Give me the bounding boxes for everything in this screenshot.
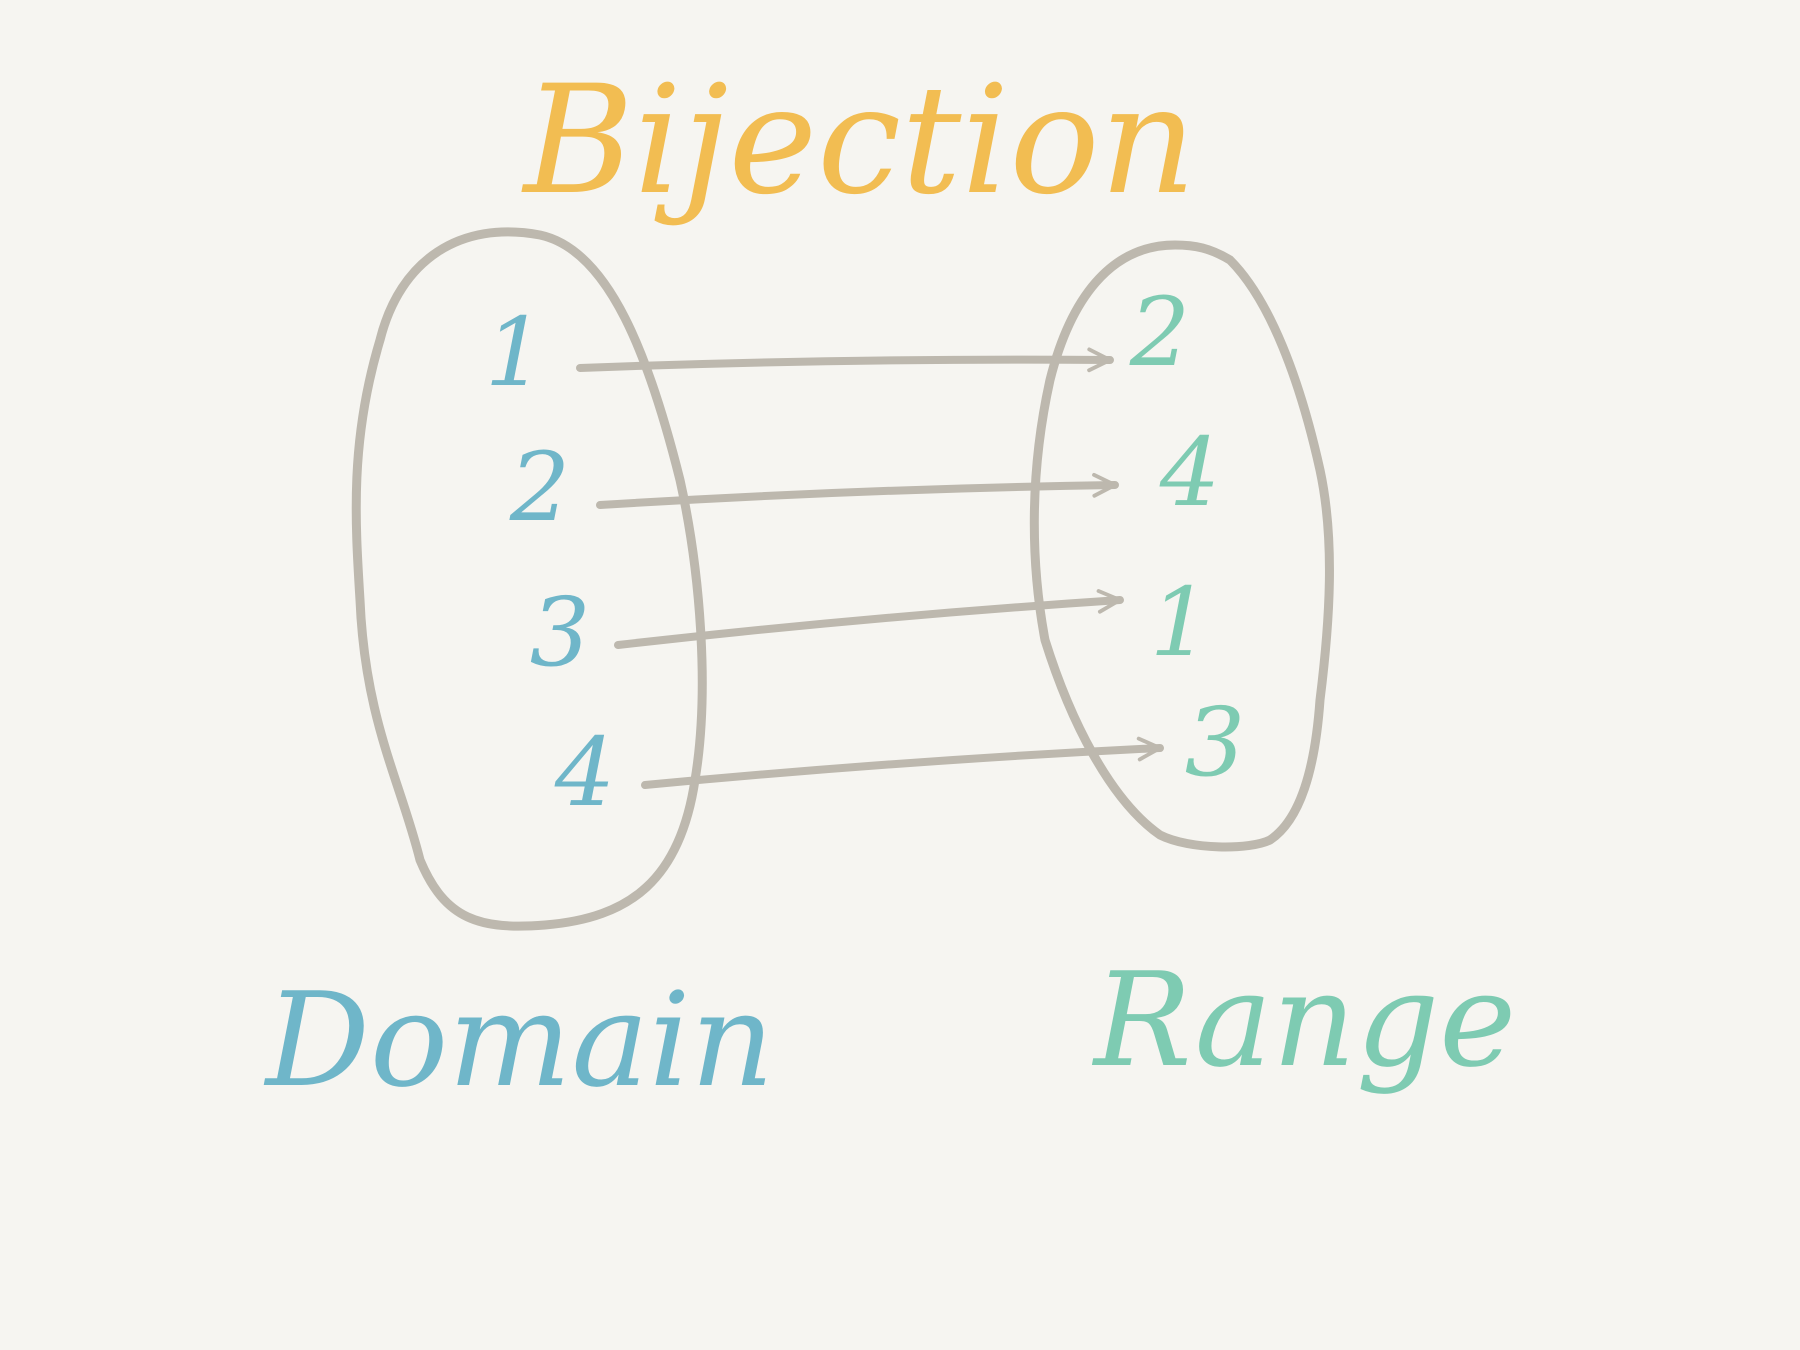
- range-element: 3: [1185, 688, 1245, 798]
- domain-elements: 1 2 3 4: [485, 298, 615, 828]
- domain-element: 1: [485, 298, 545, 408]
- range-oval: [1029, 240, 1334, 852]
- range-element: 2: [1129, 278, 1190, 388]
- range-elements: 2 4 13: [1129, 278, 1245, 798]
- domain-oval: [351, 227, 707, 931]
- range-element: 4: [1159, 418, 1220, 528]
- mapping-arrow-1-to-2: [576, 347, 1114, 373]
- domain-element: 3: [530, 578, 590, 688]
- domain-element: 4: [554, 718, 615, 828]
- mapping-arrow-4-to-3: [641, 736, 1164, 789]
- domain-element: 2: [509, 433, 570, 543]
- domain-label: Domain: [264, 964, 775, 1116]
- mapping-arrow-3-to-1: [614, 589, 1124, 649]
- range-label: Range: [1092, 944, 1516, 1096]
- diagram-title: Bijection: [521, 54, 1197, 228]
- range-element: 1: [1150, 568, 1210, 678]
- mapping-arrows: [576, 347, 1164, 789]
- mapping-arrow-2-to-4: [596, 472, 1119, 509]
